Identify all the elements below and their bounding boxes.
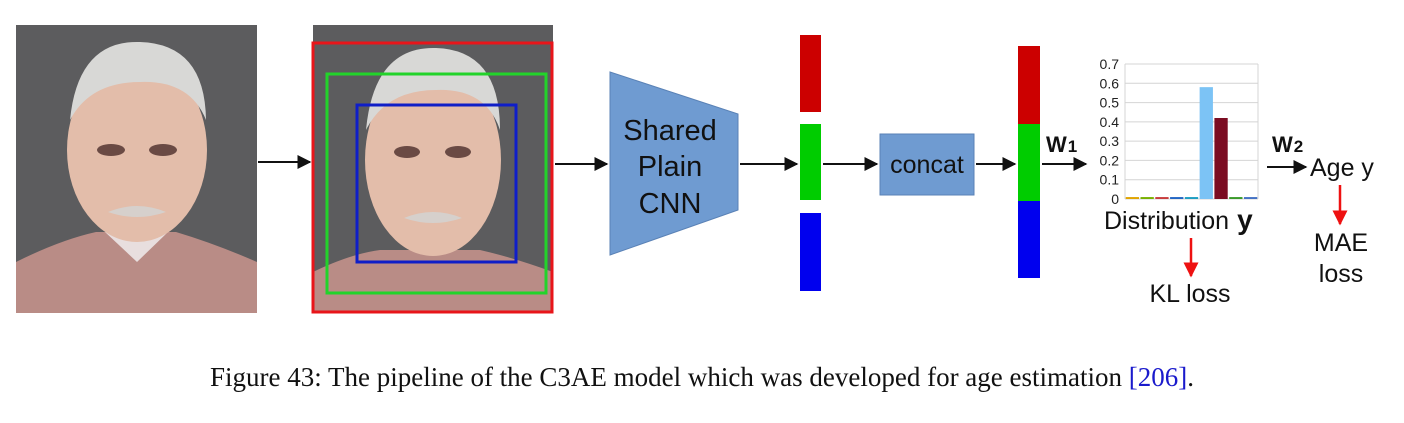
concat-vector-blue xyxy=(1018,201,1040,278)
chart-bar xyxy=(1214,118,1228,199)
chart-bar xyxy=(1125,197,1140,199)
crop-box-medium xyxy=(325,72,548,295)
w2-label: W2 xyxy=(1272,132,1303,157)
crop-box-small xyxy=(355,103,518,264)
shared-cnn-block xyxy=(609,71,739,256)
concat-vector-red xyxy=(1018,46,1040,124)
chart-bar xyxy=(1170,197,1184,199)
cnn-label-line-1: Shared xyxy=(623,115,717,147)
caption-period: . xyxy=(1187,362,1195,392)
mae-loss-label-line-1: MAE xyxy=(1314,229,1368,257)
chart-y-tick-label: 0.3 xyxy=(1100,133,1120,149)
w1-label: W1 xyxy=(1046,132,1077,157)
crop-box-large xyxy=(311,41,554,314)
age-label: Age y xyxy=(1310,154,1374,182)
chart-y-tick-label: 0.4 xyxy=(1100,114,1120,130)
chart-bar xyxy=(1199,87,1213,199)
input-face-photo xyxy=(16,25,257,313)
cropped-face-photo xyxy=(313,25,553,313)
caption-ref-open: [ xyxy=(1128,362,1138,392)
chart-y-tick-label: 0.6 xyxy=(1100,75,1120,91)
chart-y-tick-label: 0.2 xyxy=(1100,152,1120,168)
feature-vector-red xyxy=(800,35,821,112)
concat-label: concat xyxy=(890,151,964,179)
concat-block xyxy=(879,133,975,196)
figure-caption: Figure 43: The pipeline of the C3AE mode… xyxy=(0,362,1404,393)
caption-ref-close: ] xyxy=(1178,362,1188,392)
distribution-bar-chart: 0 0.1 0.2 0.3 0.4 0.5 0.6 0.7 xyxy=(1100,56,1259,207)
chart-y-tick-label: 0 xyxy=(1111,191,1119,207)
caption-text: Figure 43: The pipeline of the C3AE mode… xyxy=(209,362,1129,392)
caption-citation-link[interactable]: 206 xyxy=(1137,362,1179,392)
chart-y-tick-label: 0.1 xyxy=(1100,172,1120,188)
feature-vector-green xyxy=(800,124,821,200)
kl-loss-label: KL loss xyxy=(1149,280,1230,308)
chart-bar xyxy=(1229,197,1243,199)
chart-y-tick-label: 0.5 xyxy=(1100,95,1120,111)
concat-vector-green xyxy=(1018,124,1040,201)
mae-loss-label-line-2: loss xyxy=(1319,260,1363,288)
chart-y-tick-label: 0.7 xyxy=(1100,56,1120,72)
chart-bar xyxy=(1243,197,1258,199)
chart-bar xyxy=(1184,197,1199,199)
cnn-label-line-3: CNN xyxy=(639,188,702,220)
cnn-label-line-2: Plain xyxy=(638,151,703,183)
chart-bar xyxy=(1155,197,1169,199)
feature-vector-blue xyxy=(800,213,821,291)
chart-bar xyxy=(1140,197,1154,199)
